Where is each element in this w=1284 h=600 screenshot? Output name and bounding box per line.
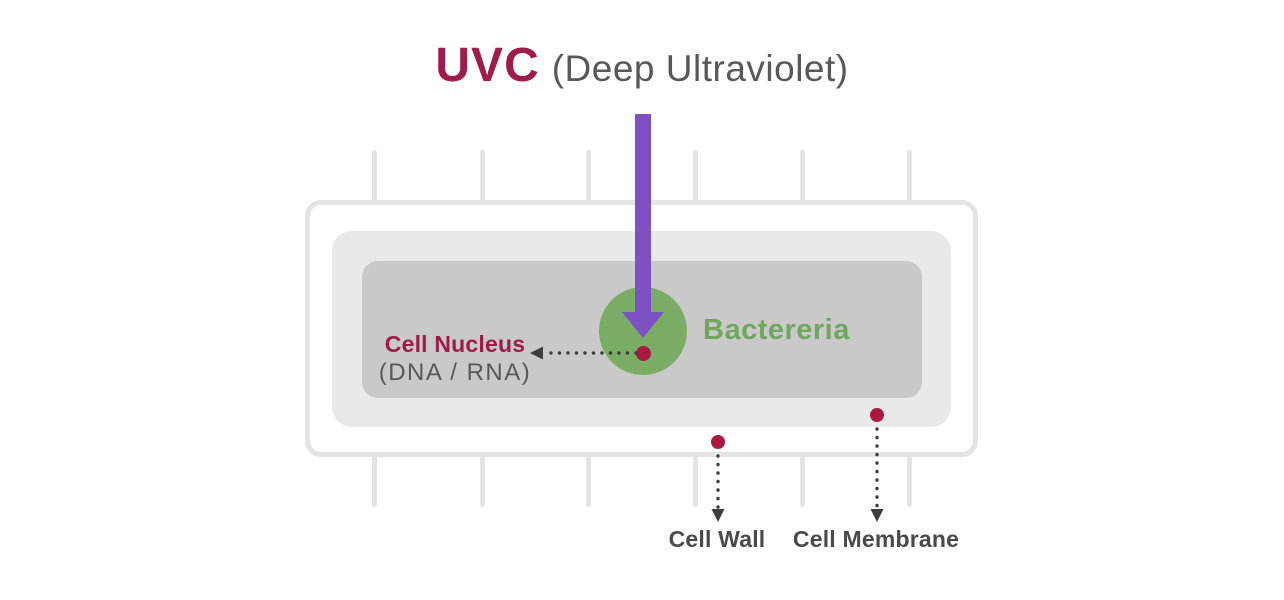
tick-mark <box>372 150 377 202</box>
tick-mark <box>372 455 377 507</box>
diagram-title: UVC (Deep Ultraviolet) <box>0 38 1284 93</box>
tick-mark <box>586 455 591 507</box>
title-uvc: UVC <box>435 39 540 92</box>
tick-mark <box>907 455 912 507</box>
tick-mark <box>480 150 485 202</box>
cell-wall-marker-dot <box>711 435 725 449</box>
cell-membrane-pointer-arrow-icon <box>870 427 884 522</box>
tick-mark <box>480 455 485 507</box>
uv-beam-arrow-shaft <box>635 114 651 314</box>
tick-mark <box>693 455 698 507</box>
tick-mark <box>800 455 805 507</box>
title-subtitle: (Deep Ultraviolet) <box>551 48 849 89</box>
nucleus-dot <box>636 346 651 361</box>
uv-beam-arrowhead-icon <box>622 312 664 338</box>
cell-membrane-label: Cell Membrane <box>792 526 960 552</box>
bacteria-label: Bactereria <box>703 314 850 346</box>
tick-mark <box>693 150 698 202</box>
cell-membrane-marker-dot <box>870 408 884 422</box>
tick-mark <box>907 150 912 202</box>
tick-mark <box>586 150 591 202</box>
nucleus-pointer-arrow-icon <box>530 346 638 360</box>
cell-nucleus-label: Cell Nucleus <box>384 331 526 357</box>
cell-wall-label: Cell Wall <box>668 526 766 552</box>
cell-wall-pointer-arrow-icon <box>711 454 725 522</box>
tick-mark <box>800 150 805 202</box>
dna-rna-label: (DNA / RNA) <box>378 359 532 386</box>
